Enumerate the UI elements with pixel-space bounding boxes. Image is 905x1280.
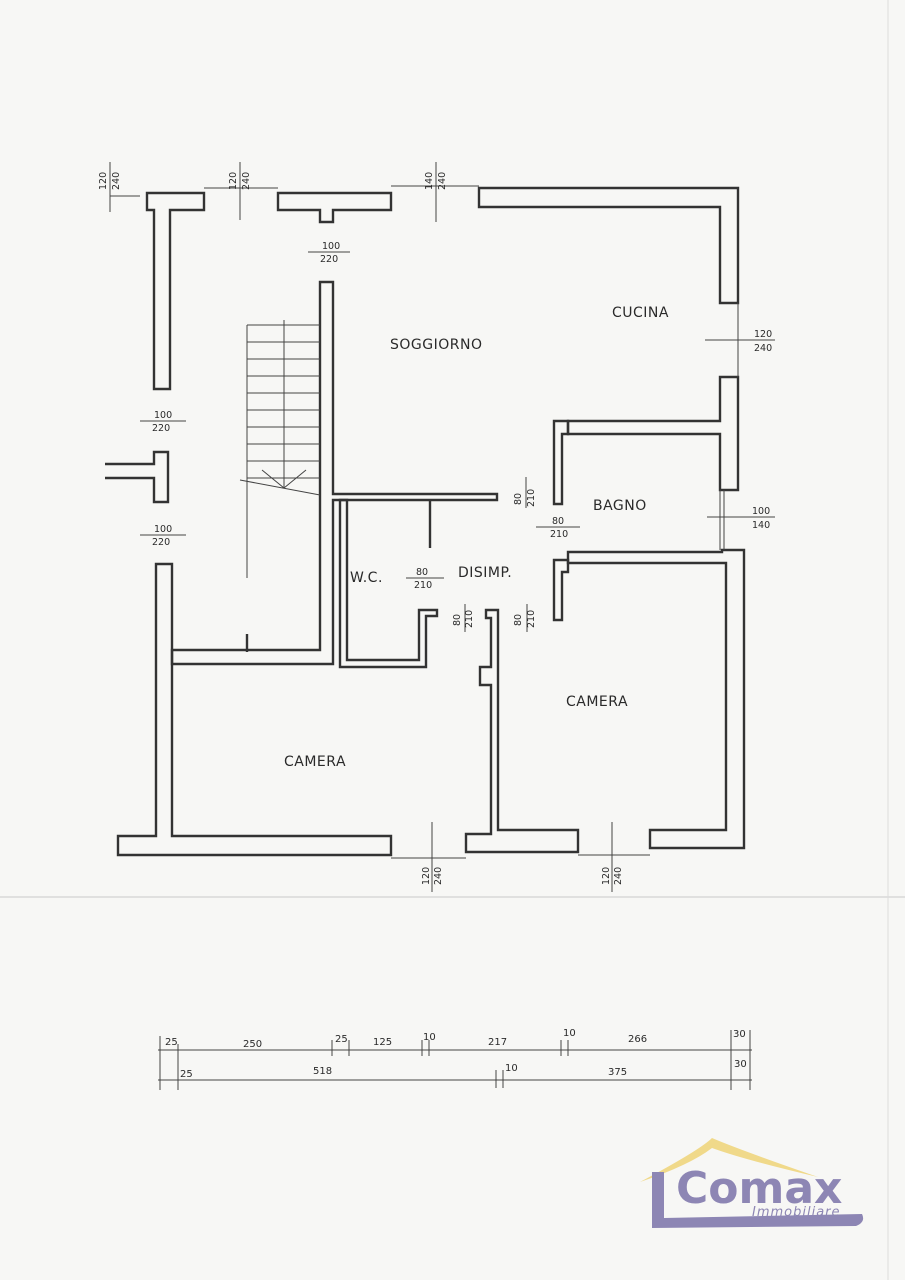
opening-ticks [109,162,775,892]
scale-row-2-seg-3: 10 [505,1063,518,1074]
scale-row-2-seg-5: 30 [734,1059,747,1070]
scale-row-1-seg-6: 217 [488,1037,507,1048]
top-window-3-height: 240 [437,172,448,190]
left-door-1-width: 100 [154,410,172,421]
room-label-wc: W.C. [350,570,383,586]
room-label-soggiorno: SOGGIORNO [390,337,482,353]
bagno-door-h-height: 210 [550,529,568,540]
wall-bagno-left [552,419,570,506]
room-label-bagno: BAGNO [593,498,647,514]
wall-stair-inner [170,280,499,666]
top-window-1-height: 240 [111,172,122,190]
scale-dimensions: 25 250 25 125 10 217 10 266 30 25 518 10… [158,1028,752,1090]
scale-row-1-seg-9: 30 [733,1029,746,1040]
opening-labels: 120 240 120 240 140 240 100 220 120 240 … [98,172,772,885]
bagno-door-v-height: 210 [526,489,537,507]
walls [105,185,746,859]
wc-door-height: 210 [414,580,432,591]
bottom-window-2-height: 240 [613,867,624,885]
cucina-window-height: 240 [754,343,772,354]
wc-door-width: 80 [416,567,428,578]
top-window-2-height: 240 [241,172,252,190]
scale-row-1-seg-8: 266 [628,1034,647,1045]
scale-row-2-seg-4: 375 [608,1067,627,1078]
scale-row-1-seg-5: 10 [423,1032,436,1043]
scale-row-1-seg-7: 10 [563,1028,576,1039]
room-label-cucina: CUCINA [612,305,669,321]
soggiorno-door-width: 100 [322,241,340,252]
top-window-2-width: 120 [228,172,239,190]
room-label-camera-right: CAMERA [566,694,628,710]
disimp-door-2-width: 80 [513,614,524,626]
disimp-door-1-width: 80 [452,614,463,626]
disimp-door-2-height: 210 [526,610,537,628]
bottom-window-2-width: 120 [601,867,612,885]
bottom-window-1-width: 120 [421,867,432,885]
scale-row-1-seg-1: 25 [165,1037,178,1048]
logo-tagline: Immobiliare [752,1205,841,1220]
bagno-door-v-width: 80 [513,493,524,505]
bagno-door-h-width: 80 [552,516,564,527]
logo-l-shape-icon [652,1172,864,1228]
room-labels: SOGGIORNO CUCINA BAGNO W.C. DISIMP. CAME… [284,305,669,770]
scale-row-1-seg-3: 25 [335,1034,348,1045]
left-door-1-height: 220 [152,423,170,434]
scale-row-1-seg-2: 250 [243,1039,262,1050]
wall-camera-partition [464,608,580,854]
wall-wc [338,498,439,669]
wall-left-stub [105,450,170,504]
wall-top-middle [276,191,393,224]
logo-roof-icon [640,1138,818,1182]
room-label-camera-left: CAMERA [284,754,346,770]
bottom-window-1-height: 240 [433,867,444,885]
disimp-door-1-height: 210 [464,610,475,628]
logo-name: Comax [676,1163,842,1214]
wall-right-camera [566,548,746,850]
stair-arrow-icon [239,469,321,496]
left-door-2-width: 100 [154,524,172,535]
wall-top-left [145,191,206,391]
cucina-window-width: 120 [754,329,772,340]
soggiorno-door-height: 220 [320,254,338,265]
wall-right-cucina-bagno [566,375,740,492]
wall-left-lower [116,562,393,857]
staircase [239,320,321,652]
comax-logo: Comax Immobiliare [640,1138,864,1228]
scale-row-2-seg-1: 25 [180,1069,193,1080]
left-door-2-height: 220 [152,537,170,548]
wall-camera-right-left [552,558,570,622]
top-window-3-width: 140 [424,172,435,190]
top-window-1-width: 120 [98,172,109,190]
room-label-disimp: DISIMP. [458,565,512,581]
scale-row-2-seg-2: 518 [313,1066,332,1077]
wall-top-right [477,186,740,305]
bagno-window-width: 100 [752,506,770,517]
bagno-window-height: 140 [752,520,770,531]
scale-row-1-seg-4: 125 [373,1037,392,1048]
